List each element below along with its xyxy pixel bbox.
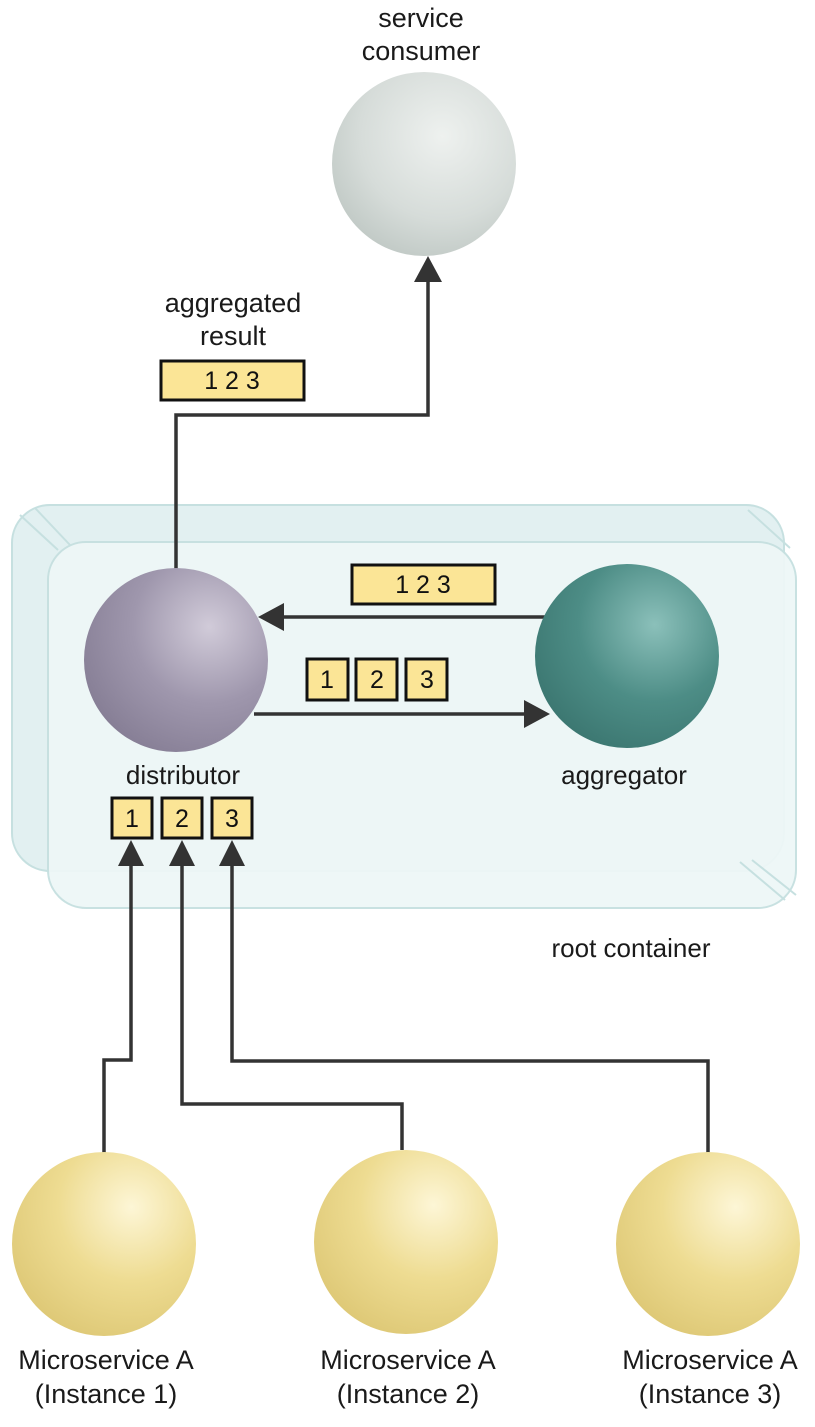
arrow-left-icon	[258, 603, 284, 631]
aggregated-result-box	[159, 359, 306, 402]
combined-message-box	[350, 563, 497, 606]
arrowheads	[118, 256, 550, 866]
distributor-circle	[84, 568, 268, 752]
message-text: 1	[125, 805, 139, 833]
aggregator-node: aggregator	[535, 564, 719, 790]
microservice-instance-2: Microservice A (Instance 2)	[314, 1150, 498, 1409]
aggregated-result: aggregated result 1 2 3	[159, 288, 306, 402]
microservice-instance-1: Microservice A (Instance 1)	[12, 1152, 196, 1409]
microservice-label-line2: (Instance 3)	[639, 1379, 782, 1409]
arrow-up-icon	[169, 840, 195, 866]
microservice-label-line2: (Instance 2)	[337, 1379, 480, 1409]
message-text: 3	[225, 805, 239, 833]
service-consumer-label-line2: consumer	[362, 36, 481, 66]
aggregated-result-box-text: 1 2 3	[204, 367, 260, 395]
microservice-circle	[12, 1152, 196, 1336]
microservice-circle	[616, 1152, 800, 1336]
split-messages: 1 2 3	[305, 657, 449, 702]
root-container-label: root container	[552, 933, 711, 963]
result-wire	[174, 278, 430, 570]
message-text: 1	[320, 666, 334, 694]
microservice-circle	[314, 1150, 498, 1334]
instance-2-wire	[180, 862, 404, 1150]
aggregated-result-label-line2: result	[200, 321, 267, 351]
message-box	[160, 796, 204, 840]
distributor-node: distributor	[84, 568, 268, 790]
arrow-up-icon	[118, 840, 144, 866]
microservice-label-line1: Microservice A	[18, 1345, 194, 1375]
arrow-up-icon	[414, 256, 442, 282]
service-consumer-label-line1: service	[378, 3, 464, 33]
microservice-label-line1: Microservice A	[320, 1345, 496, 1375]
combined-message-text: 1 2 3	[395, 571, 451, 599]
instance-1-wire	[102, 862, 133, 1153]
message-box	[354, 657, 399, 702]
message-text: 3	[420, 666, 434, 694]
message-text: 2	[370, 666, 384, 694]
message-box	[110, 796, 154, 840]
distributor-label: distributor	[126, 760, 240, 790]
service-consumer-circle	[332, 72, 516, 256]
microservice-instance-3: Microservice A (Instance 3)	[616, 1152, 800, 1409]
message-box	[404, 657, 449, 702]
message-box	[305, 657, 350, 702]
message-text: 2	[175, 805, 189, 833]
aggregator-label: aggregator	[561, 760, 687, 790]
microservice-label-line2: (Instance 1)	[35, 1379, 178, 1409]
instance-3-wire	[230, 862, 710, 1153]
service-consumer-node: service consumer	[332, 3, 516, 256]
microservice-label-line1: Microservice A	[622, 1345, 798, 1375]
arrow-right-icon	[524, 700, 550, 728]
connectors	[102, 278, 710, 1153]
aggregator-circle	[535, 564, 719, 748]
arrow-up-icon	[219, 840, 245, 866]
incoming-messages: 1 2 3	[110, 796, 254, 840]
aggregated-result-label-line1: aggregated	[165, 288, 302, 318]
combined-message: 1 2 3	[350, 563, 497, 606]
message-box	[210, 796, 254, 840]
